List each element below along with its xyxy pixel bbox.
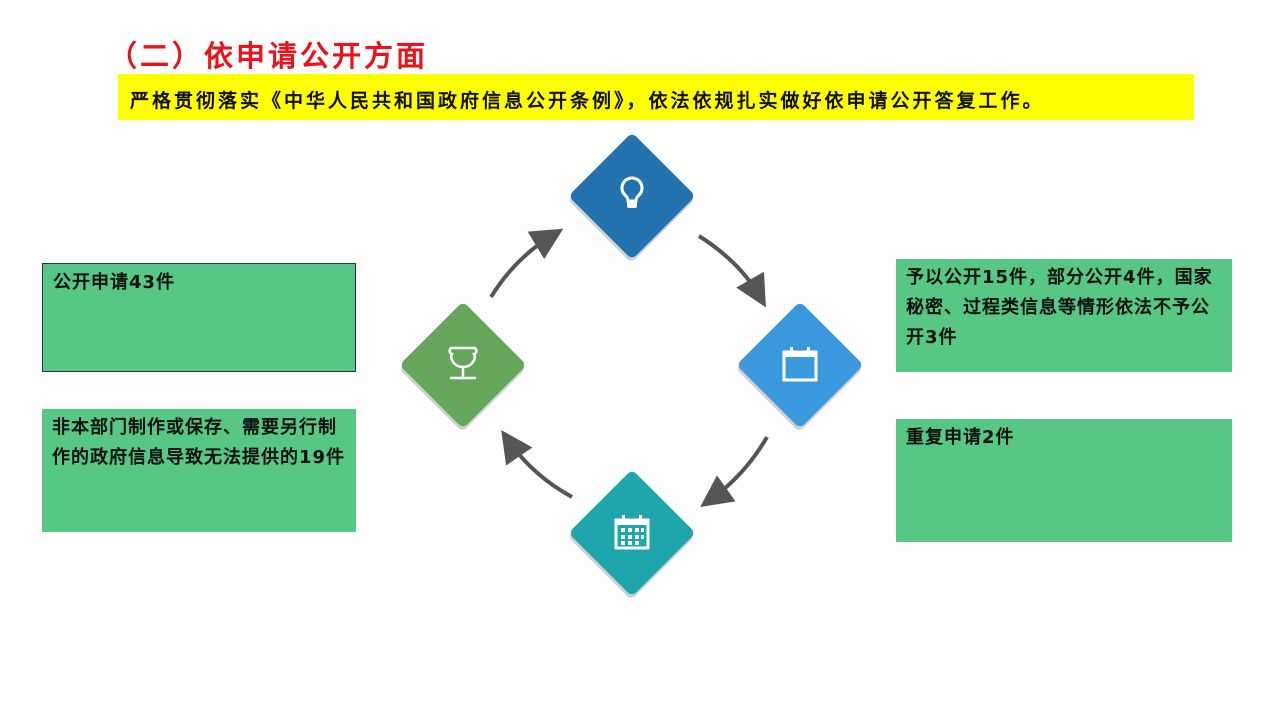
disclosed-text: 予以公开15件，部分公开4件，国家秘密、过程类信息等情形依法不予公开3件 (906, 267, 1213, 348)
banner-text: 严格贯彻落实《中华人民共和国政府信息公开条例》，依法依规扎实做好依申请公开答复工… (130, 90, 1045, 112)
duplicate-box: 重复申请2件 (896, 419, 1232, 542)
arrow-bottom-to-left (501, 430, 573, 499)
arrow-right-to-bottom (700, 435, 769, 507)
banner: 严格贯彻落实《中华人民共和国政府信息公开条例》，依法依规扎实做好依申请公开答复工… (118, 74, 1194, 120)
trophy-icon (448, 346, 478, 380)
disclosed-box: 予以公开15件，部分公开4件，国家秘密、过程类信息等情形依法不予公开3件 (896, 259, 1232, 372)
not-available-box: 非本部门制作或保存、需要另行制作的政府信息导致无法提供的19件 (42, 409, 356, 532)
arrow-left-to-top (489, 228, 564, 299)
calendar-grid-icon (614, 515, 650, 550)
applications-text: 公开申请43件 (53, 272, 176, 293)
calendar-icon (782, 347, 818, 382)
lightbulb-icon (620, 176, 644, 208)
applications-box: 公开申请43件 (42, 263, 356, 372)
duplicate-text: 重复申请2件 (906, 427, 1015, 448)
arrow-top-to-right (697, 234, 766, 308)
page-title: （二）依申请公开方面 (108, 39, 429, 73)
not-available-text: 非本部门制作或保存、需要另行制作的政府信息导致无法提供的19件 (52, 417, 346, 468)
